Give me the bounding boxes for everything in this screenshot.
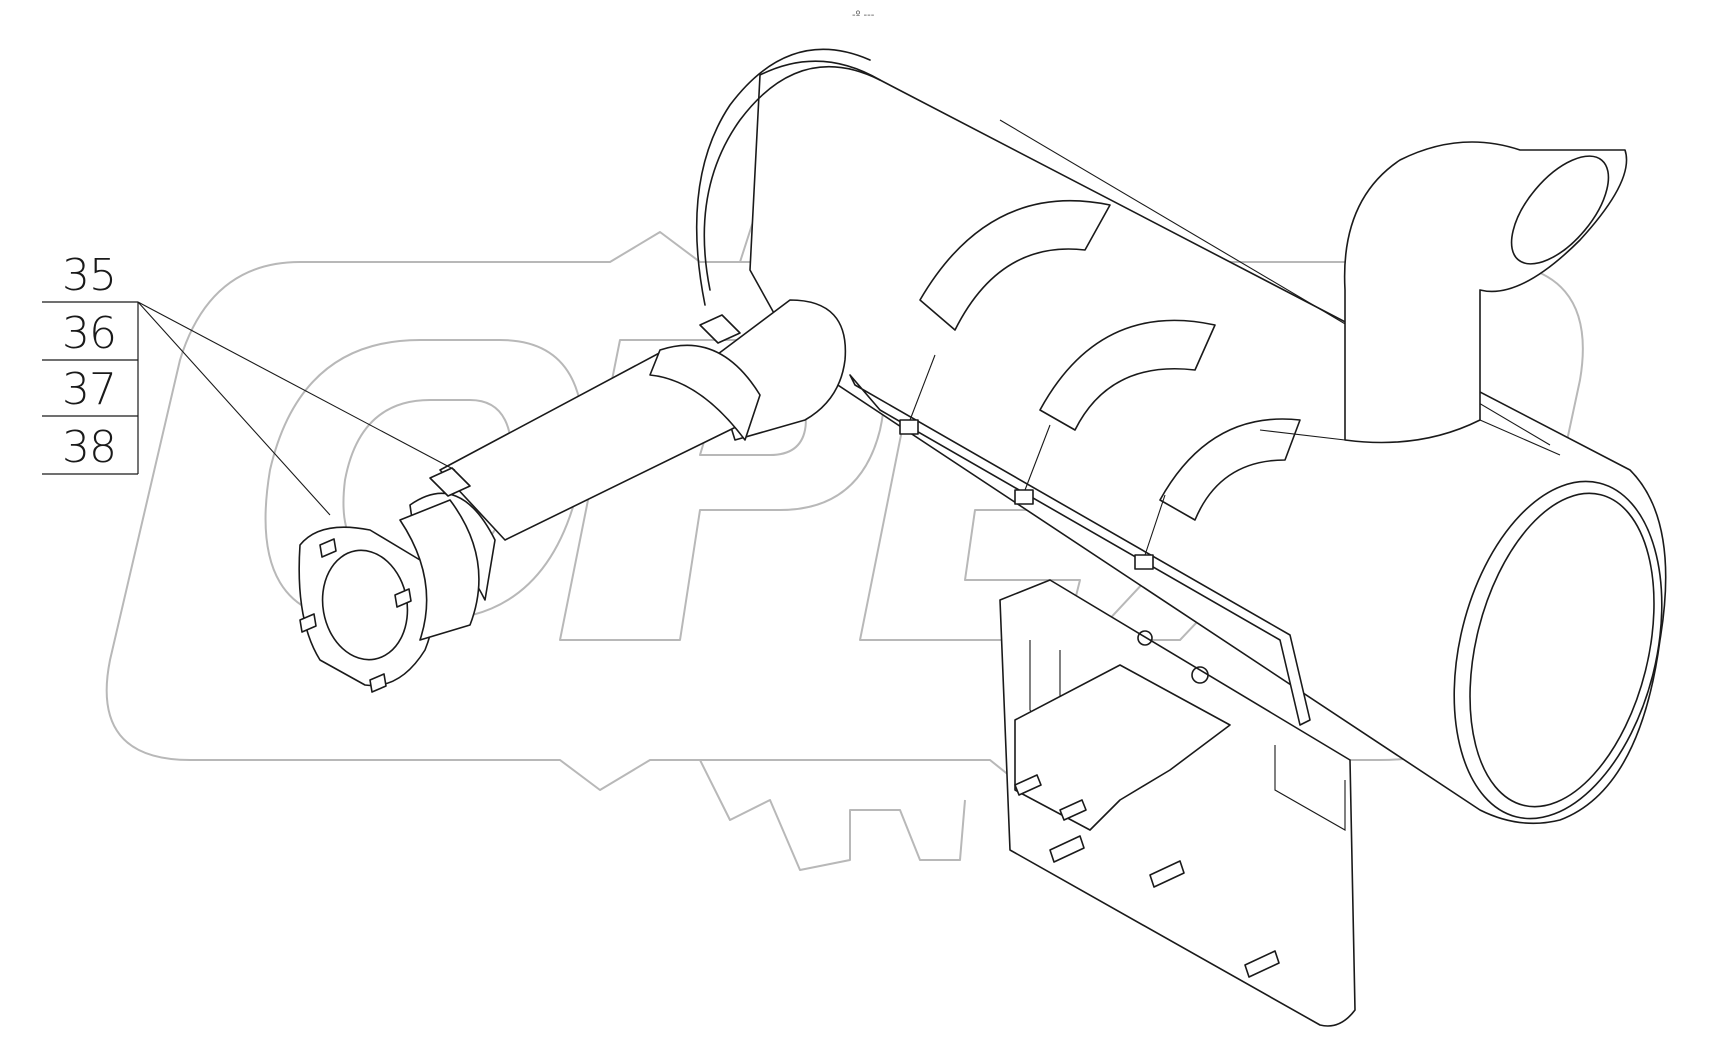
bracket-foot	[1014, 664, 1231, 831]
bracket-slot-right	[1274, 745, 1346, 831]
flange-assembly	[298, 499, 480, 693]
strap-bolt-1	[899, 419, 919, 435]
bracket-rail	[849, 374, 1311, 726]
header-note: -º ---	[852, 10, 875, 21]
strap-2	[1039, 319, 1216, 431]
outlet-ring-inner	[1469, 492, 1655, 808]
callout-label-36: 36	[62, 308, 116, 359]
foot-stud-1	[1014, 774, 1042, 796]
callout-label-37: 37	[62, 364, 116, 415]
plate-stud-1	[1049, 835, 1085, 863]
strap-1	[919, 199, 1111, 331]
flange-stud-1	[319, 538, 337, 558]
outlet-ring-outer	[1453, 480, 1663, 820]
stack-base	[1259, 419, 1561, 456]
band-clamp-1	[649, 344, 761, 441]
drum-left-end	[703, 65, 881, 291]
drum-left-band	[695, 48, 871, 306]
bracket-hole-2	[1191, 666, 1209, 684]
bracket-hole-1	[1137, 630, 1153, 646]
clamp-1-bolt	[699, 314, 741, 344]
watermark-gear-bottom	[699, 759, 966, 871]
foot-stud-2	[1059, 799, 1087, 821]
strap-rod-1	[909, 354, 936, 421]
flange-stud-2	[299, 613, 317, 633]
callout-label-38: 38	[62, 422, 116, 473]
plate-stud-2	[1149, 860, 1185, 888]
plate-stud-3	[1244, 950, 1280, 978]
clamp-2-bolt	[429, 467, 471, 497]
strap-bolt-3	[1134, 554, 1154, 570]
leader-35	[137, 301, 331, 516]
muffler-body	[695, 48, 1667, 825]
callout-table: 35 36 37 38	[42, 250, 139, 475]
callout-label-35: 35	[62, 250, 116, 301]
stack-opening	[1510, 155, 1610, 265]
flange-stud-3	[369, 673, 387, 693]
strap-3	[1159, 418, 1301, 521]
leader-36	[137, 301, 456, 471]
strap-bolt-2	[1014, 489, 1034, 505]
flange-stud-4	[394, 588, 412, 608]
strap-rod-2	[1024, 424, 1051, 491]
mounting-bracket	[849, 354, 1356, 1027]
flange-collar	[399, 499, 480, 641]
strap-rod-3	[1144, 494, 1166, 556]
leader-lines	[137, 301, 456, 516]
